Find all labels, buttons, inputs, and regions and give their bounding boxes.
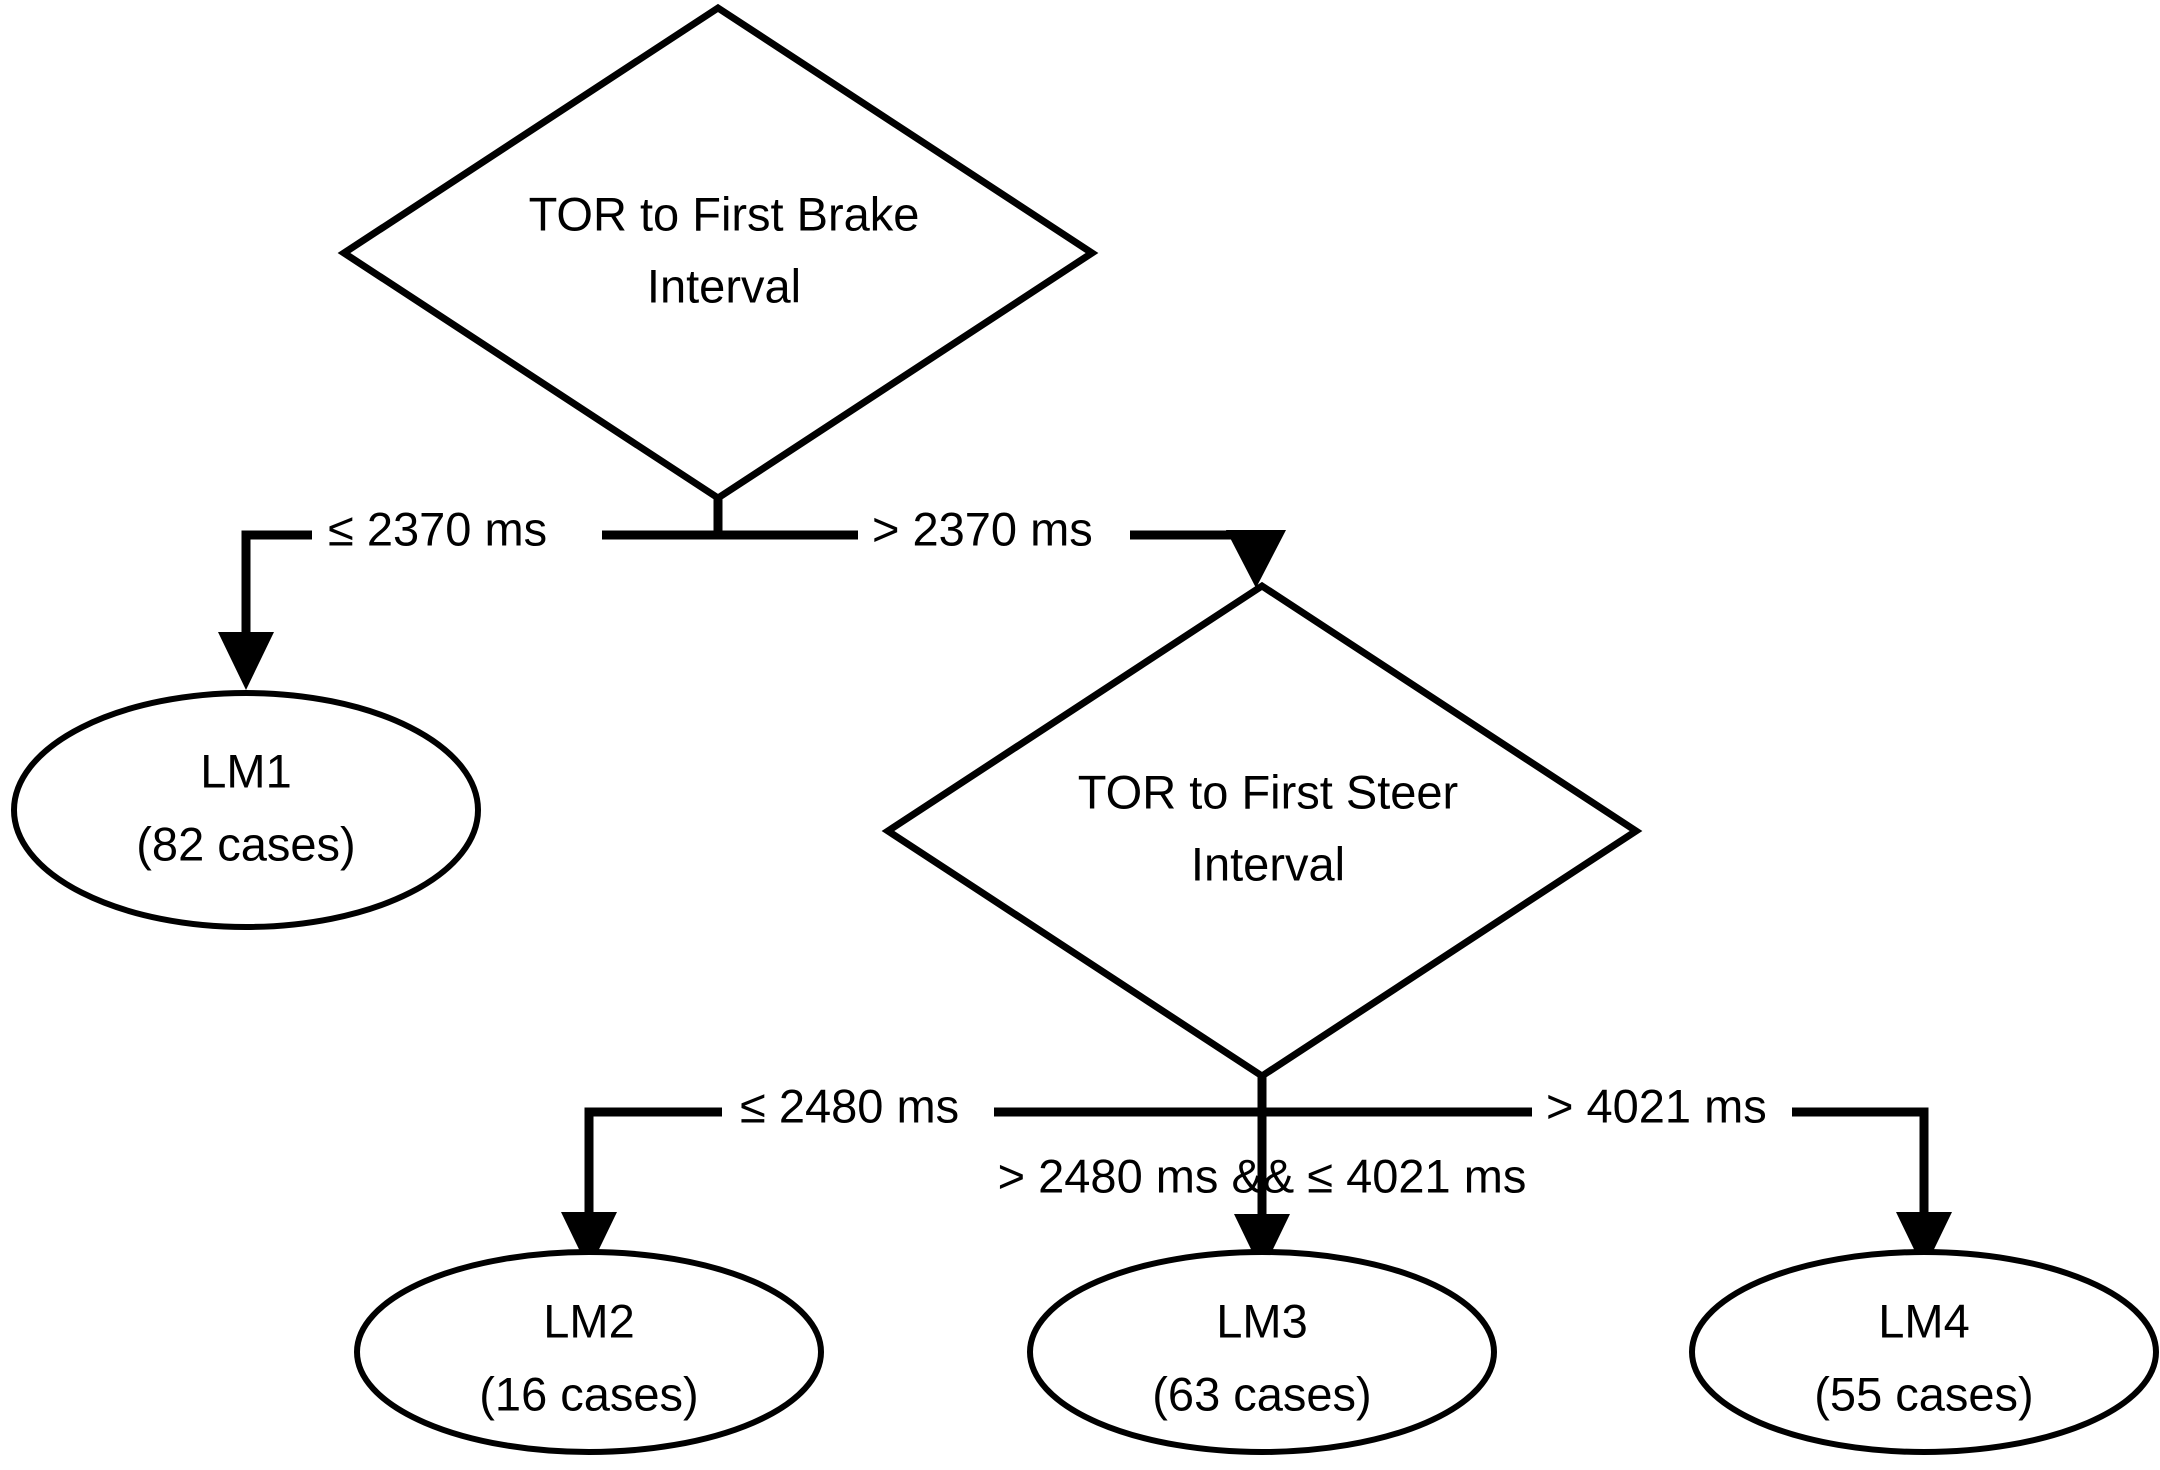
second-left-elbow-line xyxy=(584,1107,1262,1232)
left-label-backdrop xyxy=(722,1086,994,1138)
root-right-arrow-head xyxy=(1226,530,1286,588)
LM4-label: LM4 xyxy=(1878,1294,1969,1347)
edge-label-second-mid: > 2480 ms && ≤ 4021 ms xyxy=(998,1149,1527,1202)
root-diamond-shape xyxy=(337,3,1099,503)
root-left-label-backdrop xyxy=(312,509,602,561)
LM3-ellipse-shape xyxy=(1027,1249,1497,1455)
LM3-label: LM3 xyxy=(1216,1294,1307,1347)
root-right-label-backdrop xyxy=(858,509,1130,561)
LM2-ellipse-shape xyxy=(354,1249,824,1455)
LM4-ellipse-shape xyxy=(1689,1249,2159,1455)
leaf-LM2[interactable]: LM2 (16 cases) xyxy=(354,1249,824,1455)
second-label-line1: TOR to First Steer xyxy=(1078,765,1458,818)
second-right-arrow-head xyxy=(1896,1212,1952,1270)
node-second[interactable]: TOR to First Steer Interval xyxy=(881,581,1643,1081)
root-label-line2: Interval xyxy=(647,259,801,312)
LM1-cases: (82 cases) xyxy=(136,817,355,870)
edge-label-second-left-text: ≤ 2480 ms xyxy=(740,1079,959,1132)
second-right-elbow-line xyxy=(1262,1107,1929,1232)
LM4-cases: (55 cases) xyxy=(1814,1367,2033,1420)
leaf-LM1[interactable]: LM1 (82 cases) xyxy=(11,690,481,930)
leaf-LM4[interactable]: LM4 (55 cases) xyxy=(1689,1249,2159,1455)
leaf-LM3[interactable]: LM3 (63 cases) xyxy=(1027,1249,1497,1455)
edge-label-root-left-text: ≤ 2370 ms xyxy=(328,502,547,555)
edge-label-second-right-text: > 4021 ms xyxy=(1546,1079,1767,1132)
edge-label-root-right-text: > 2370 ms xyxy=(872,502,1093,555)
root-label-line1: TOR to First Brake xyxy=(529,187,920,240)
node-root[interactable]: TOR to First Brake Interval xyxy=(337,3,1099,503)
edge-second-mid[interactable]: > 2480 ms && ≤ 4021 ms xyxy=(998,1112,1527,1272)
right-label-backdrop xyxy=(1532,1086,1792,1138)
LM1-ellipse-shape xyxy=(11,690,481,930)
second-left-arrow-head xyxy=(561,1212,617,1270)
LM2-label: LM2 xyxy=(543,1294,634,1347)
LM1-label: LM1 xyxy=(200,744,291,797)
second-mid-arrow-head xyxy=(1234,1214,1290,1272)
LM3-cases: (63 cases) xyxy=(1152,1367,1371,1420)
root-left-arrow-head xyxy=(218,632,274,690)
second-label-line2: Interval xyxy=(1191,837,1345,890)
second-diamond-shape xyxy=(881,581,1643,1081)
LM2-cases: (16 cases) xyxy=(479,1367,698,1420)
